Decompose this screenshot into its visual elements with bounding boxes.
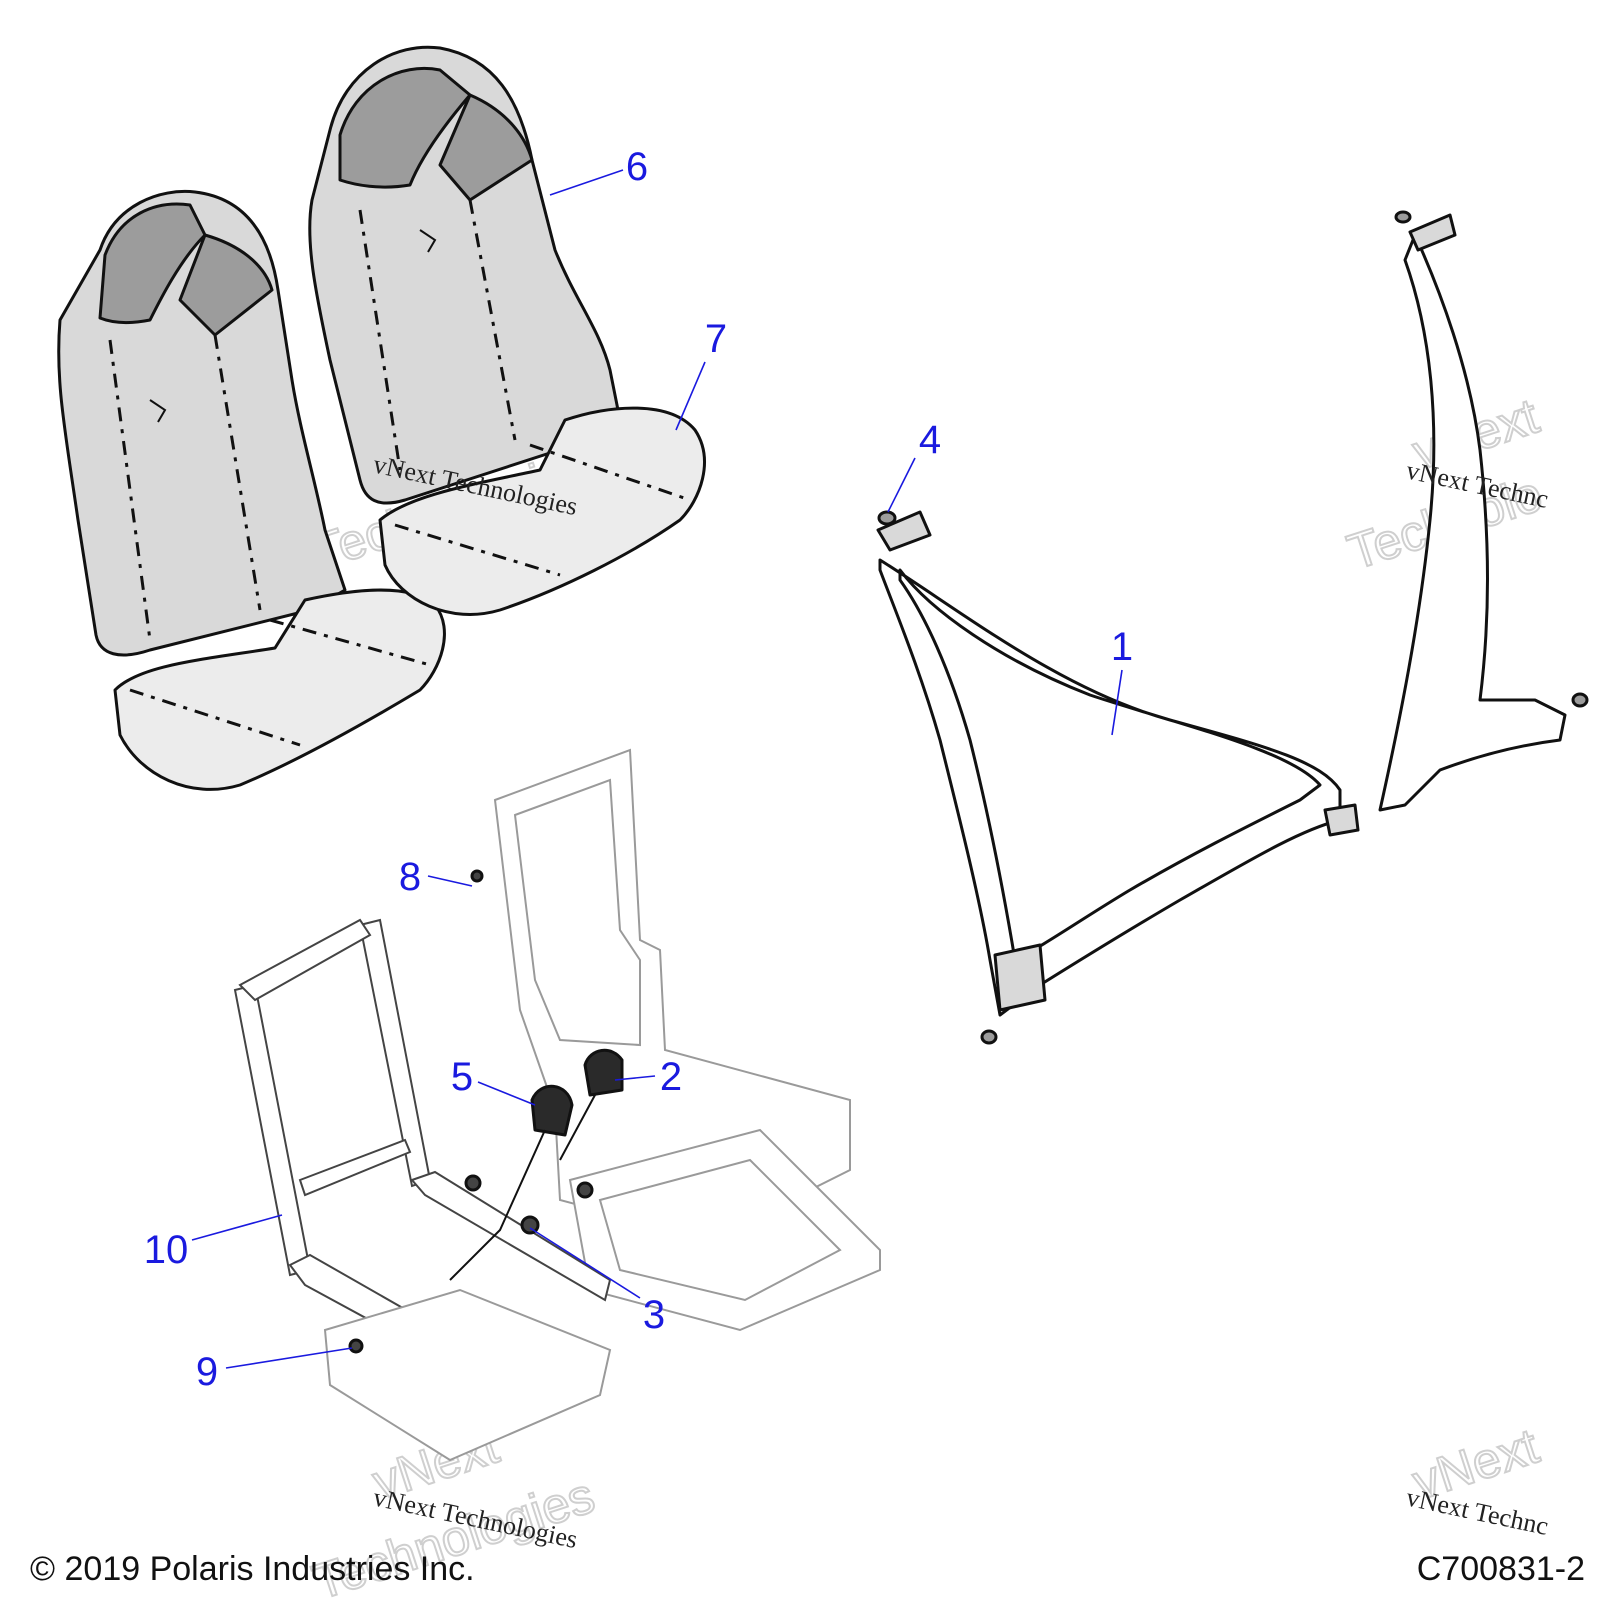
bolt-3b: [464, 1174, 482, 1192]
seat-belt-retractor: [993, 943, 1047, 1012]
seat-frame-cross-bar: [298, 1138, 412, 1197]
callout-6: 6: [549, 145, 648, 196]
seat-left-headrest: [98, 202, 207, 325]
nut-lower: [980, 1029, 998, 1045]
callout-label-3: 3: [643, 1293, 665, 1337]
copyright-text: © 2019 Polaris Industries Inc.: [30, 1550, 475, 1588]
callout-label-4: 4: [919, 418, 941, 462]
seat-belt-anchor-top: [876, 510, 932, 552]
callout-label-1: 1: [1111, 625, 1133, 669]
bolt-3: [520, 1215, 540, 1235]
callout-label-10: 10: [144, 1228, 189, 1272]
callout-1: 1: [1111, 625, 1133, 736]
callout-4: 4: [887, 418, 941, 513]
seat-right: [308, 45, 706, 616]
callout-label-6: 6: [626, 145, 648, 189]
callout-7: 7: [675, 317, 727, 431]
callouts: 1 2 3 4 5 6 7 8: [144, 145, 1133, 1394]
buckle-5: [530, 1084, 574, 1137]
seat-left: [57, 189, 446, 791]
seat-frame-10: [233, 918, 612, 1462]
callout-label-2: 2: [660, 1055, 682, 1099]
callout-2: 2: [614, 1055, 682, 1099]
seat-belt-right-webbing: [1378, 233, 1567, 812]
callout-3: 3: [529, 1227, 665, 1337]
seat-belt-webbing: [878, 558, 1342, 1017]
callout-label-5: 5: [451, 1055, 473, 1099]
callout-5: 5: [451, 1055, 536, 1106]
bolt-9: [348, 1338, 364, 1354]
seat-belt-anchor-end: [1323, 803, 1360, 837]
seat-right-cushion: [378, 406, 706, 616]
seat-belt-right-anchor: [1408, 213, 1457, 252]
seat-belt-assembly-right: [1378, 210, 1589, 812]
seat-belt-assembly: [876, 510, 1360, 1045]
nut-4: [877, 510, 897, 526]
callout-8: 8: [399, 855, 473, 899]
seat-left-headrest-side: [178, 233, 274, 337]
seat-right-headrest: [338, 67, 472, 189]
nut-right-side: [1571, 692, 1589, 708]
seat-left-cushion: [113, 588, 446, 791]
seat-right-headrest-side: [438, 93, 534, 202]
seat-frame-left-post: [233, 983, 312, 1277]
seat-frame-top-bar: [238, 918, 372, 1002]
buckle-assembly: [348, 869, 624, 1354]
seat-frame-right-rail: [410, 1170, 612, 1302]
callout-label-9: 9: [196, 1350, 218, 1394]
nut-right-top: [1394, 210, 1412, 224]
buckle-2: [583, 1049, 624, 1097]
callout-label-7: 7: [705, 317, 727, 361]
bolt-3c: [576, 1181, 594, 1199]
callout-label-8: 8: [399, 855, 421, 899]
callout-10: 10: [144, 1214, 283, 1272]
screw-8: [470, 869, 484, 883]
drawing-number: C700831-2: [1417, 1550, 1585, 1588]
callout-9: 9: [196, 1347, 353, 1394]
